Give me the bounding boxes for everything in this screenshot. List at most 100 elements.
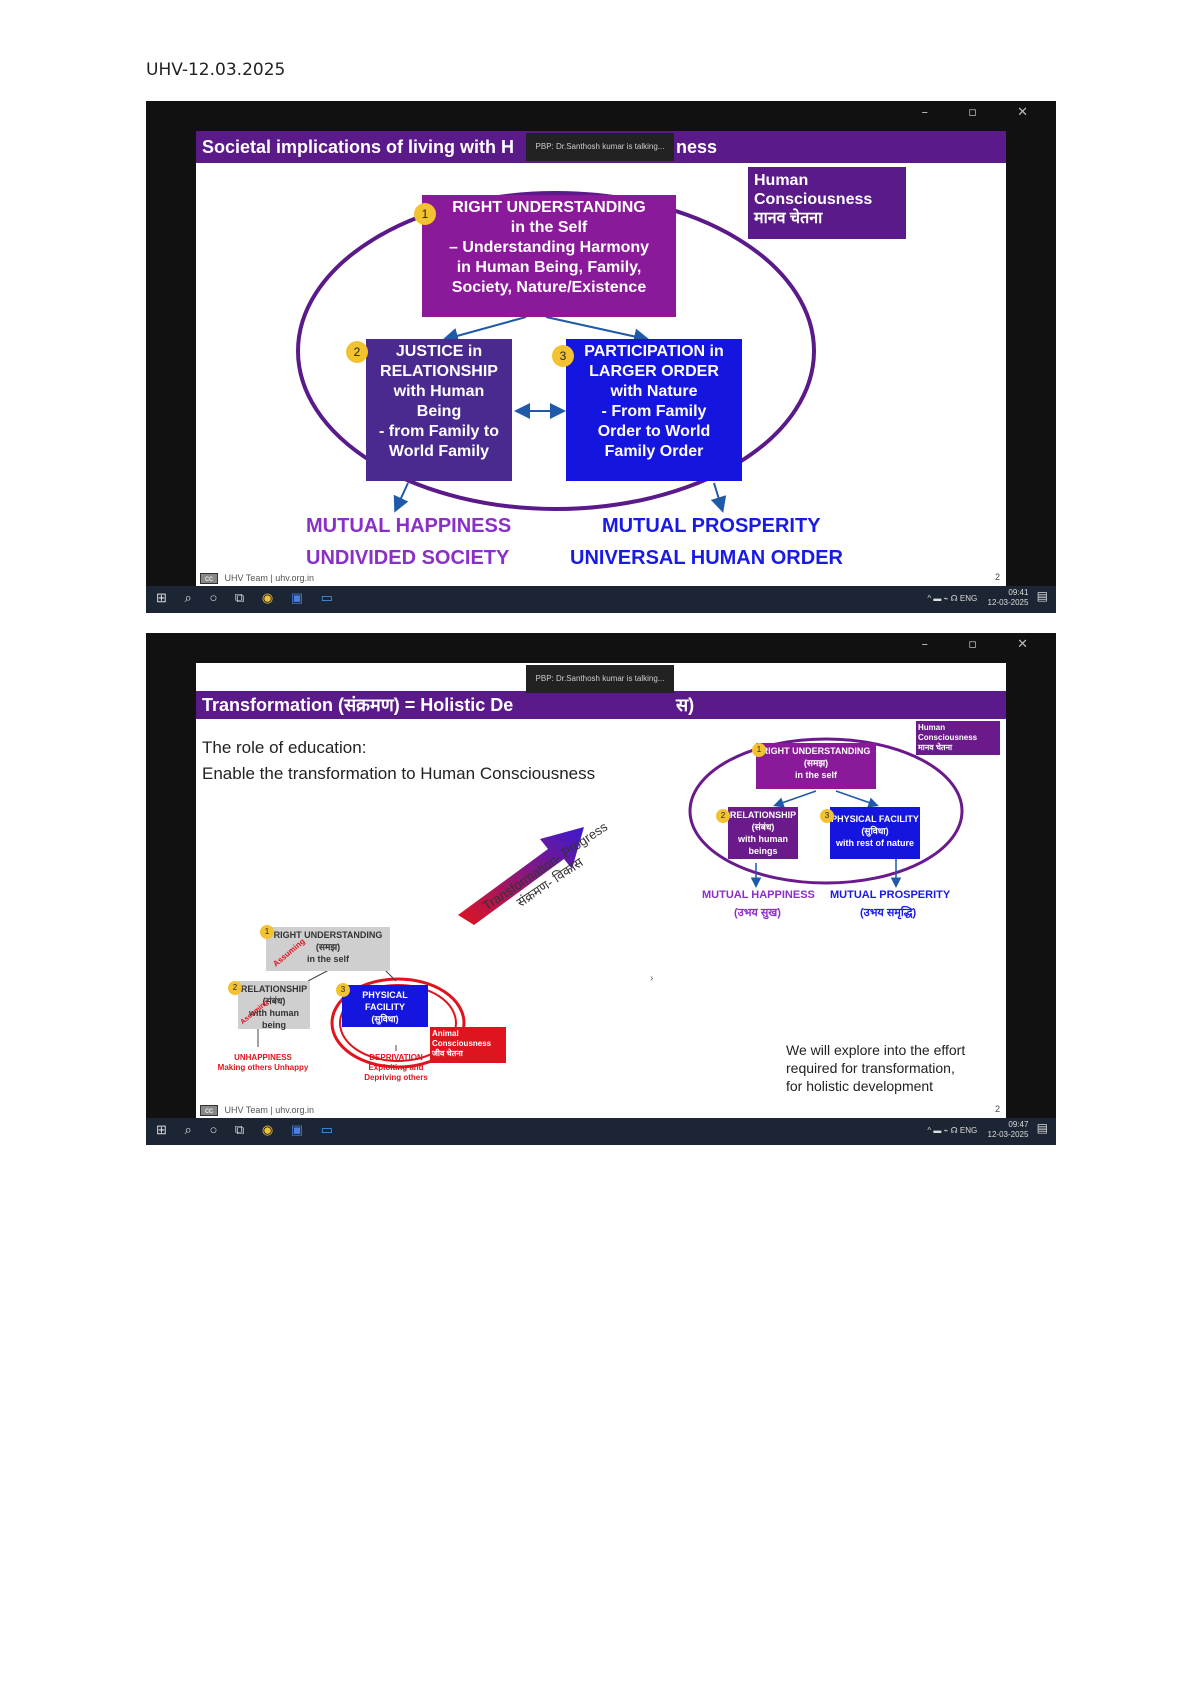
word-icon[interactable]: ▣ xyxy=(290,1122,304,1137)
role-line-1: The role of education: xyxy=(202,738,367,757)
top-ellipse xyxy=(688,737,964,885)
taskview-icon[interactable]: ⧉ xyxy=(234,1122,245,1137)
j-line-3: with Human xyxy=(393,383,485,400)
top-ru-line-3: in the self xyxy=(794,770,837,780)
clock-date: 12-03-2025 xyxy=(987,598,1029,607)
chrome-icon[interactable]: ◉ xyxy=(261,1122,274,1137)
document-title: UHV-12.03.2025 xyxy=(146,60,286,80)
slide-title-right: स) xyxy=(676,695,695,715)
windows-icon[interactable]: ⊞ xyxy=(156,1122,167,1137)
hc-small-line-2: Consciousness xyxy=(918,733,978,742)
hc-line-2: Consciousness xyxy=(754,191,873,208)
low-rel-line-2: (संबंध) xyxy=(262,996,286,1006)
taskbar: ⊞ ⌕ ○ ⧉ ◉ ▣ ▭ ^ ▬ ⌁ ☊ ENG 09:47 12-03-20… xyxy=(146,1118,1056,1145)
arrow-ru-to-participation xyxy=(545,316,650,345)
low-physical-facility-box: PHYSICAL FACILITY (सुविधा) with rest of … xyxy=(342,985,428,1036)
deprivation-label: DEPRIVATION Exploiting and Depriving oth… xyxy=(356,1053,436,1083)
window-controls[interactable]: – ▫ ✕ xyxy=(921,105,1046,120)
cc-license-icon: cc xyxy=(200,573,218,584)
zoom-icon[interactable]: ▭ xyxy=(320,1122,334,1137)
depriv-line-3: Depriving others xyxy=(364,1073,428,1082)
animal-line-3: जीव चेतना xyxy=(432,1049,463,1058)
closing-note: We will explore into the effort required… xyxy=(786,1041,965,1095)
arrow-to-mutual-happiness xyxy=(393,482,409,513)
top-badge-2: 2 xyxy=(716,809,730,823)
taskbar: ⊞ ⌕ ○ ⧉ ◉ ▣ ▭ ^ ▬ ⌁ ☊ ENG 09:41 12-03-20… xyxy=(146,586,1056,613)
low-badge-1: 1 xyxy=(260,925,274,939)
low-badge-3: 3 xyxy=(336,983,350,997)
hc-small-line-1: Human xyxy=(918,723,946,732)
ru-line-4: in Human Being, Family, xyxy=(456,259,642,276)
cc-license-icon: cc xyxy=(200,1105,218,1116)
top-arrow-ru-phy xyxy=(835,790,879,808)
hc-small-line-3: मानव चेतना xyxy=(918,743,953,752)
slide-2: Transformation (संक्रमण) = Holistic De स… xyxy=(196,663,1006,1118)
cortana-icon[interactable]: ○ xyxy=(209,1122,218,1137)
low-ru-line-3: in the self xyxy=(306,954,349,964)
depriv-line-2: Exploiting and xyxy=(368,1063,424,1072)
slide-title-left: Transformation (संक्रमण) = Holistic De xyxy=(202,695,514,715)
ru-line-2: in the Self xyxy=(510,219,588,236)
animal-line-1: Animal xyxy=(432,1029,459,1038)
low-phy-line-2: (सुविधा) xyxy=(371,1014,399,1024)
top-physical-facility-box: PHYSICAL FACILITY (सुविधा) with rest of … xyxy=(830,807,920,859)
ru-line-5: Society, Nature/Existence xyxy=(451,279,647,296)
j-line-4: Being xyxy=(416,403,462,420)
slide-title-right: ness xyxy=(676,137,718,157)
low-right-understanding-box: RIGHT UNDERSTANDING (समझ) in the self As… xyxy=(266,927,390,971)
low-relationship-box: RELATIONSHIP (संबंध) with human being As… xyxy=(238,981,310,1030)
top-phy-line-3: with rest of nature xyxy=(835,838,914,848)
human-consciousness-box: Human Consciousness मानव चेतना xyxy=(748,167,906,239)
slide-footer: cc UHV Team | uhv.org.in xyxy=(200,1105,314,1116)
slide-page-number: 2 xyxy=(994,1104,1000,1114)
system-tray[interactable]: ^ ▬ ⌁ ☊ ENG xyxy=(927,593,978,603)
j-line-2: RELATIONSHIP xyxy=(380,363,498,380)
low-rel-line-1: RELATIONSHIP xyxy=(240,984,308,994)
slide-1: Societal implications of living with H n… xyxy=(196,131,1006,586)
speaker-indicator: PBP: Dr.Santhosh kumar is talking... xyxy=(526,665,674,693)
top-ru-line-2: (समझ) xyxy=(803,758,829,768)
clock[interactable]: 09:47 12-03-2025 xyxy=(988,1120,1029,1140)
screenshot-slide-2: – ▫ ✕ Transformation (संक्रमण) = Holisti… xyxy=(146,633,1056,1145)
note-line-1: We will explore into the effort xyxy=(786,1042,966,1058)
top-ru-line-1: RIGHT UNDERSTANDING xyxy=(761,746,871,756)
p-line-6: Family Order xyxy=(604,443,704,460)
top-mutual-happiness: MUTUAL HAPPINESS xyxy=(702,889,815,901)
taskview-icon[interactable]: ⧉ xyxy=(234,590,245,605)
universal-human-order: UNIVERSAL HUMAN ORDER xyxy=(570,547,843,569)
j-line-5: - from Family to xyxy=(378,423,499,440)
ru-line-1: RIGHT UNDERSTANDING xyxy=(452,199,646,216)
p-line-1: PARTICIPATION in xyxy=(584,343,724,360)
word-icon[interactable]: ▣ xyxy=(290,590,304,605)
notification-icon[interactable]: ▤ xyxy=(1036,589,1048,604)
low-ru-line-2: (समझ) xyxy=(315,942,341,952)
role-line-2: Enable the transformation to Human Consc… xyxy=(202,764,596,783)
zoom-icon[interactable]: ▭ xyxy=(320,590,334,605)
note-line-3: for holistic development xyxy=(786,1078,934,1094)
notification-icon[interactable]: ▤ xyxy=(1036,1121,1048,1136)
diagram-lines xyxy=(296,191,816,513)
role-of-education: The role of education: Enable the transf… xyxy=(202,735,595,787)
badge-3: 3 xyxy=(552,345,574,367)
window-controls[interactable]: – ▫ ✕ xyxy=(921,637,1046,652)
speaker-indicator: PBP: Dr.Santhosh kumar is talking... xyxy=(526,133,674,161)
transformation-arrow xyxy=(458,827,584,925)
search-icon[interactable]: ⌕ xyxy=(184,590,192,605)
top-rel-line-3: with human xyxy=(738,834,788,844)
stray-mark: › xyxy=(650,973,654,984)
unhappy-line-2: Making others Unhappy xyxy=(217,1063,309,1072)
top-mutual-happiness-hindi: (उभय सुख) xyxy=(734,907,781,919)
clock[interactable]: 09:41 12-03-2025 xyxy=(988,588,1029,608)
arrow-to-mutual-prosperity xyxy=(710,482,727,513)
hc-line-1: Human xyxy=(754,172,809,189)
chrome-icon[interactable]: ◉ xyxy=(261,590,274,605)
system-tray[interactable]: ^ ▬ ⌁ ☊ ENG xyxy=(927,1125,978,1135)
right-understanding-box: RIGHT UNDERSTANDING in the Self – Unders… xyxy=(422,195,676,317)
cortana-icon[interactable]: ○ xyxy=(209,590,218,605)
top-phy-line-1: PHYSICAL FACILITY xyxy=(831,814,919,824)
low-phy-line-1: PHYSICAL FACILITY xyxy=(362,990,408,1012)
p-line-4: - From Family xyxy=(601,403,707,420)
windows-icon[interactable]: ⊞ xyxy=(156,590,167,605)
search-icon[interactable]: ⌕ xyxy=(184,1122,192,1137)
top-rel-line-2: (संबंध) xyxy=(751,822,775,832)
